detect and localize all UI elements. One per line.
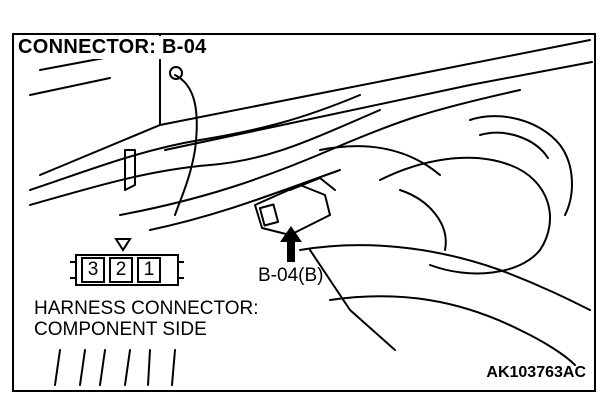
pin-label: 3 <box>87 259 99 280</box>
hose <box>469 115 573 216</box>
component-housing <box>399 189 447 251</box>
ground-terminal <box>169 66 183 80</box>
firewall-edge <box>164 61 593 151</box>
bracket <box>124 149 136 191</box>
caption-line: COMPONENT SIDE <box>34 319 207 340</box>
pin-box <box>109 257 133 283</box>
triangle-down-icon <box>114 238 132 252</box>
leader-line <box>309 249 396 351</box>
lower-hose <box>329 295 576 366</box>
hatch-lines <box>54 349 176 386</box>
pin-box <box>137 257 161 283</box>
pin-label: 1 <box>143 259 155 280</box>
hose <box>319 145 441 176</box>
hose <box>479 131 549 159</box>
caption-line: HARNESS CONNECTOR: <box>34 298 259 319</box>
ground-wire <box>174 74 198 216</box>
harness-bundle <box>119 89 521 216</box>
connector-latch <box>258 203 280 227</box>
view-caption: HARNESS CONNECTOR: COMPONENT SIDE <box>34 298 259 340</box>
pin-box <box>81 257 105 283</box>
connector-outline <box>75 254 179 286</box>
connector-notch <box>70 261 184 279</box>
figure-code: AK103763AC <box>486 364 586 381</box>
component-housing <box>379 156 551 275</box>
firewall-edge <box>159 39 591 126</box>
harness-bundle <box>29 94 361 191</box>
connector-title: CONNECTOR: B-04 <box>18 36 211 59</box>
harness-bundle <box>29 109 381 206</box>
connector-body <box>289 177 336 191</box>
pin-label: 2 <box>115 259 127 280</box>
lower-hose <box>299 244 591 311</box>
connector-callout: B-04(B) <box>258 265 324 286</box>
figure-frame <box>12 33 596 392</box>
